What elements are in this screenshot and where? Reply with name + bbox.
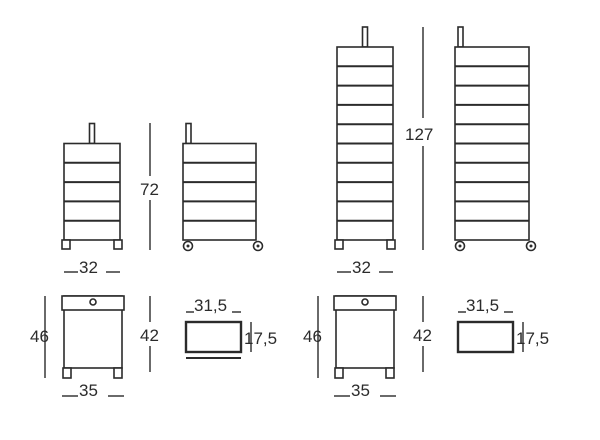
drawer-plan-view <box>456 320 515 354</box>
caster-foot <box>61 239 71 250</box>
handle <box>88 122 96 145</box>
depth-label: 46 <box>303 327 322 346</box>
caster-foot <box>113 239 123 250</box>
model-5-drawers: 72 32 46 42 35 31,5 17,5 <box>30 122 277 400</box>
inner-height-label: 42 <box>413 326 432 345</box>
drawer-depth-label: 17,5 <box>244 329 277 348</box>
handle <box>361 26 369 48</box>
wheel-hub <box>186 244 190 248</box>
front-view <box>334 26 396 250</box>
side-view <box>182 122 264 252</box>
inner-height-label: 42 <box>140 326 159 345</box>
front-width-label: 32 <box>79 258 98 277</box>
height-label: 127 <box>405 125 433 144</box>
front-width-label: 32 <box>352 258 371 277</box>
drawer-depth-label: 17,5 <box>516 329 549 348</box>
side-view <box>454 26 537 252</box>
top-plan-view <box>333 295 397 379</box>
front-view <box>61 122 123 250</box>
model-10-drawers: 127 32 46 42 35 31,5 17,5 <box>303 26 549 400</box>
base-width-label: 35 <box>79 381 98 400</box>
handle <box>185 122 192 145</box>
top-plan-view <box>61 295 125 379</box>
wheel-hub <box>458 244 462 248</box>
depth-label: 46 <box>30 327 49 346</box>
handle <box>457 26 464 48</box>
cabinet-body <box>182 142 257 241</box>
caster-foot <box>386 239 396 250</box>
drawer-width-label: 31,5 <box>194 296 227 315</box>
base-width-label: 35 <box>351 381 370 400</box>
cabinet-body <box>63 142 121 241</box>
drawer-width-label: 31,5 <box>466 296 499 315</box>
height-label: 72 <box>140 180 159 199</box>
wheel-hub <box>256 244 260 248</box>
drawer-plan-view <box>184 320 243 359</box>
caster-foot <box>334 239 344 250</box>
wheel-hub <box>529 244 533 248</box>
